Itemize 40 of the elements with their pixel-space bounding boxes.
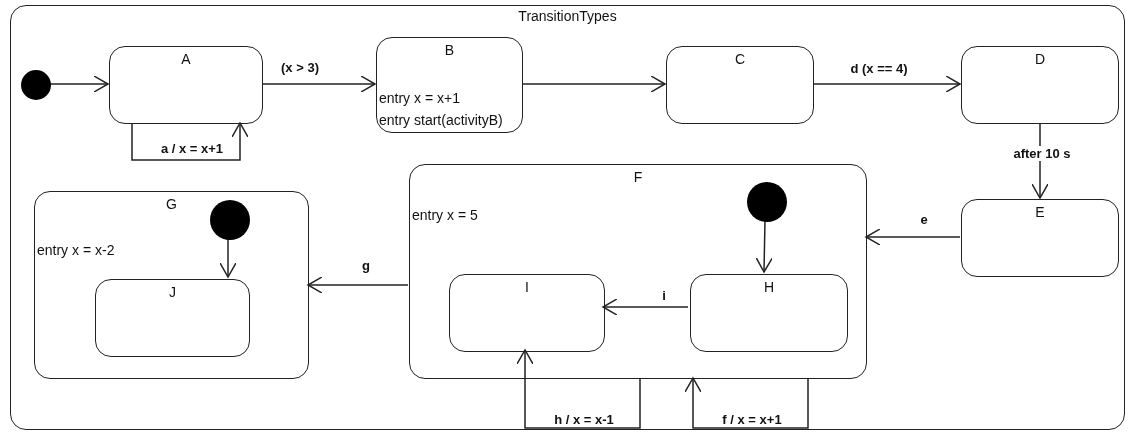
state-name: B xyxy=(444,42,455,58)
transition-arrow xyxy=(219,237,237,278)
state-box xyxy=(409,164,867,379)
state-name: H xyxy=(763,279,775,295)
state-name: D xyxy=(1034,51,1046,67)
state-name: TransitionTypes xyxy=(518,8,617,24)
entry-action: entry x = x-2 xyxy=(37,242,115,258)
entry-action: entry x = 5 xyxy=(412,207,478,223)
state-name: E xyxy=(1035,204,1045,220)
state-box xyxy=(666,46,814,124)
transition-arrow xyxy=(307,276,409,294)
transition-arrow xyxy=(602,298,689,316)
initial-state-dot xyxy=(747,182,787,222)
state-box xyxy=(109,46,263,124)
state-box xyxy=(449,274,605,352)
state-name: F xyxy=(633,169,643,185)
initial-state-dot xyxy=(210,200,250,240)
state-name: C xyxy=(734,51,746,67)
state-name: G xyxy=(166,196,177,212)
transition-arrow xyxy=(261,75,376,93)
state-box xyxy=(34,191,309,379)
transition-arrow xyxy=(516,349,641,429)
transition-arrow xyxy=(131,122,249,161)
state-box xyxy=(376,37,523,133)
transition-arrow xyxy=(521,75,666,93)
transition-arrow xyxy=(812,75,961,93)
transition-arrow xyxy=(755,219,773,273)
state-box xyxy=(95,279,250,357)
state-box xyxy=(961,46,1119,124)
transition-arrow xyxy=(865,228,961,246)
transition-arrow xyxy=(684,377,809,429)
initial-state-dot xyxy=(21,70,51,100)
entry-action: entry start(activityB) xyxy=(379,112,503,128)
state-box xyxy=(690,274,848,352)
state-name: A xyxy=(181,51,191,67)
state-box xyxy=(961,199,1119,277)
state-name: J xyxy=(169,284,176,300)
transition-arrow xyxy=(49,75,109,93)
state-name: I xyxy=(525,279,529,295)
entry-action: entry x = x+1 xyxy=(379,90,460,106)
